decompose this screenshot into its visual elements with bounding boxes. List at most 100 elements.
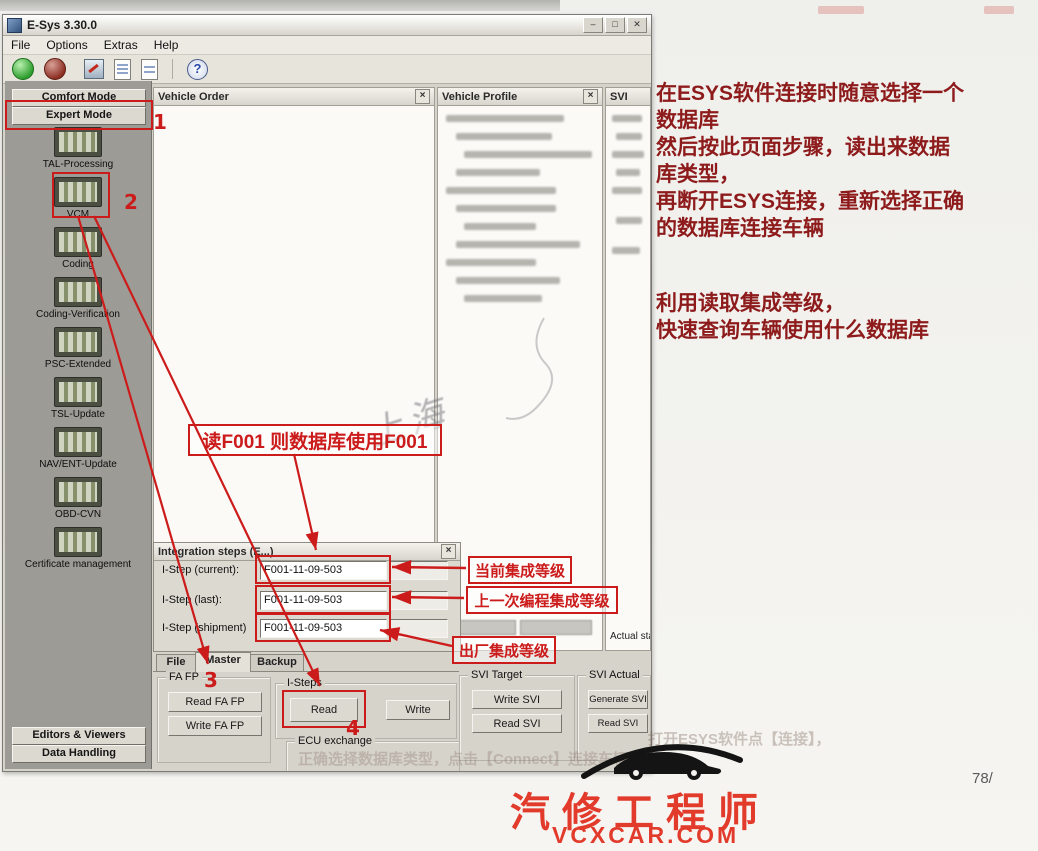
coding-verification-icon xyxy=(54,277,102,307)
sidebar-item-tsl-update[interactable]: TSL-Update xyxy=(7,377,149,420)
flash-icon xyxy=(88,63,99,74)
sidebar-item-vcm[interactable]: VCM xyxy=(7,177,149,220)
tool-label: OBD-CVN xyxy=(54,509,102,520)
blurred-line xyxy=(616,133,642,140)
sidebar-item-obd-cvn[interactable]: OBD-CVN xyxy=(7,477,149,520)
open-file-icon[interactable] xyxy=(141,58,158,80)
tool-label: PSC-Extended xyxy=(44,359,112,370)
tsl-update-icon xyxy=(54,377,102,407)
title-bar: E-Sys 3.30.0 – □ ✕ xyxy=(3,15,651,36)
menu-help[interactable]: Help xyxy=(153,38,179,52)
read-fa-fp-button[interactable]: Read FA FP xyxy=(168,692,262,712)
nav-ent-update-icon xyxy=(54,427,102,457)
connect-icon[interactable] xyxy=(12,58,34,80)
note-line: 再断开ESYS连接，重新选择正确 xyxy=(656,190,965,213)
bleed-text: 打开ESYS软件点【连接】， xyxy=(648,731,831,748)
note-line: 数据库 xyxy=(656,109,719,132)
sidebar-item-tal-processing[interactable]: TAL-Processing xyxy=(7,127,149,170)
editors-viewers-button[interactable]: Editors & Viewers xyxy=(12,727,146,745)
maximize-button[interactable]: □ xyxy=(605,17,625,33)
read-isteps-button[interactable]: Read xyxy=(290,698,358,722)
svi-panel: SVI Actual state xyxy=(605,87,651,651)
write-svi-button[interactable]: Write SVI xyxy=(472,690,562,709)
annotation-box-istep-current xyxy=(255,555,391,584)
vehicle-profile-panel: Vehicle Profile × xyxy=(437,87,603,651)
close-button[interactable]: ✕ xyxy=(627,17,647,33)
svi-actual-group: SVI Actual Generate SVI Read SVI xyxy=(577,669,651,761)
note-line: 库类型， xyxy=(656,163,740,186)
expert-mode-button[interactable]: Expert Mode xyxy=(12,107,146,125)
menu-extras[interactable]: Extras xyxy=(103,38,138,52)
data-handling-button[interactable]: Data Handling xyxy=(12,745,146,763)
connection-settings-icon[interactable] xyxy=(84,59,104,79)
minimize-button[interactable]: – xyxy=(583,17,603,33)
page-number: 78/ xyxy=(972,770,993,787)
help-icon[interactable]: ? xyxy=(187,58,208,80)
vehicle-profile-title: Vehicle Profile xyxy=(442,90,518,103)
menu-options[interactable]: Options xyxy=(46,38,88,52)
menu-file[interactable]: File xyxy=(11,38,31,52)
read-svi-actual-button[interactable]: Read SVI xyxy=(588,714,648,733)
blurred-line xyxy=(612,187,642,194)
app-icon xyxy=(7,17,22,33)
svi-header: SVI xyxy=(606,88,650,106)
bleed-text: 正确选择数据库类型，点击【Connect】连接车辆 xyxy=(298,751,629,768)
blurred-line xyxy=(456,241,580,248)
blurred-line xyxy=(612,115,642,122)
annotation-box-istep-last xyxy=(255,585,391,614)
vehicle-profile-close-icon[interactable]: × xyxy=(583,89,598,104)
annotation-step-1: 1 xyxy=(153,110,167,134)
window-controls: – □ ✕ xyxy=(583,17,647,33)
coding-icon xyxy=(54,227,102,257)
read-svi-target-button[interactable]: Read SVI xyxy=(472,714,562,733)
tab-backup[interactable]: Backup xyxy=(250,654,304,671)
vehicle-order-close-icon[interactable]: × xyxy=(415,89,430,104)
generate-svi-button[interactable]: Generate SVI xyxy=(588,690,648,709)
sidebar-item-coding-verification[interactable]: Coding-Verification xyxy=(7,277,149,320)
note-line: 的数据库连接车辆 xyxy=(656,217,824,240)
integration-steps-close-icon[interactable]: × xyxy=(441,544,456,559)
write-fa-fp-button[interactable]: Write FA FP xyxy=(168,716,262,736)
sidebar-item-nav-ent-update[interactable]: NAV/ENT-Update xyxy=(7,427,149,470)
istep-shipment-extra-field[interactable] xyxy=(390,619,448,638)
tool-label: NAV/ENT-Update xyxy=(39,459,117,470)
blurred-line xyxy=(464,223,536,230)
blurred-line xyxy=(464,151,592,158)
disconnect-icon[interactable] xyxy=(44,58,66,80)
sidebar-item-psc-extended[interactable]: PSC-Extended xyxy=(7,327,149,370)
vehicle-order-body xyxy=(154,105,434,544)
tab-file[interactable]: File xyxy=(156,654,196,671)
annotation-callout-f001: 读F001 则数据库使用F001 xyxy=(188,424,442,456)
svi-actual-group-title: SVI Actual xyxy=(586,669,643,681)
blurred-line xyxy=(456,205,556,212)
tal-processing-icon xyxy=(54,127,102,157)
tool-label: VCM xyxy=(66,209,90,220)
vehicle-order-header: Vehicle Order × xyxy=(154,88,434,106)
i-steps-group-title: I-Steps xyxy=(284,677,325,689)
tool-label: Certificate management xyxy=(24,559,132,570)
blurred-line xyxy=(446,187,556,194)
doc-line xyxy=(117,71,128,74)
actual-state-label: Actual state xyxy=(610,631,650,642)
tool-label: TSL-Update xyxy=(51,409,105,420)
photo-edge xyxy=(0,0,560,11)
vehicle-order-panel: Vehicle Order × xyxy=(153,87,435,545)
vehicle-order-title: Vehicle Order xyxy=(158,90,229,103)
istep-current-extra-field[interactable] xyxy=(390,561,448,580)
sidebar-item-coding[interactable]: Coding xyxy=(7,227,149,270)
annotation-box-istep-shipment xyxy=(255,613,391,642)
svi-title: SVI xyxy=(610,90,628,103)
car-logo xyxy=(581,744,743,780)
bleed-mark xyxy=(984,6,1014,14)
doc-line xyxy=(144,65,155,68)
note-line: 然后按此页面步骤，读出来数据 xyxy=(656,136,950,159)
istep-last-extra-field[interactable] xyxy=(390,591,448,610)
ldb-document-icon[interactable] xyxy=(114,58,131,80)
annotation-box-expert-mode xyxy=(5,100,153,130)
blurred-line xyxy=(456,133,552,140)
annotation-step-4: 4 xyxy=(346,716,360,740)
write-isteps-button[interactable]: Write xyxy=(386,700,450,720)
svi-target-group-title: SVI Target xyxy=(468,669,526,681)
sidebar-item-certificate-management[interactable]: Certificate management xyxy=(7,527,149,570)
note-line: 在ESYS软件连接时随意选择一个 xyxy=(656,82,965,105)
